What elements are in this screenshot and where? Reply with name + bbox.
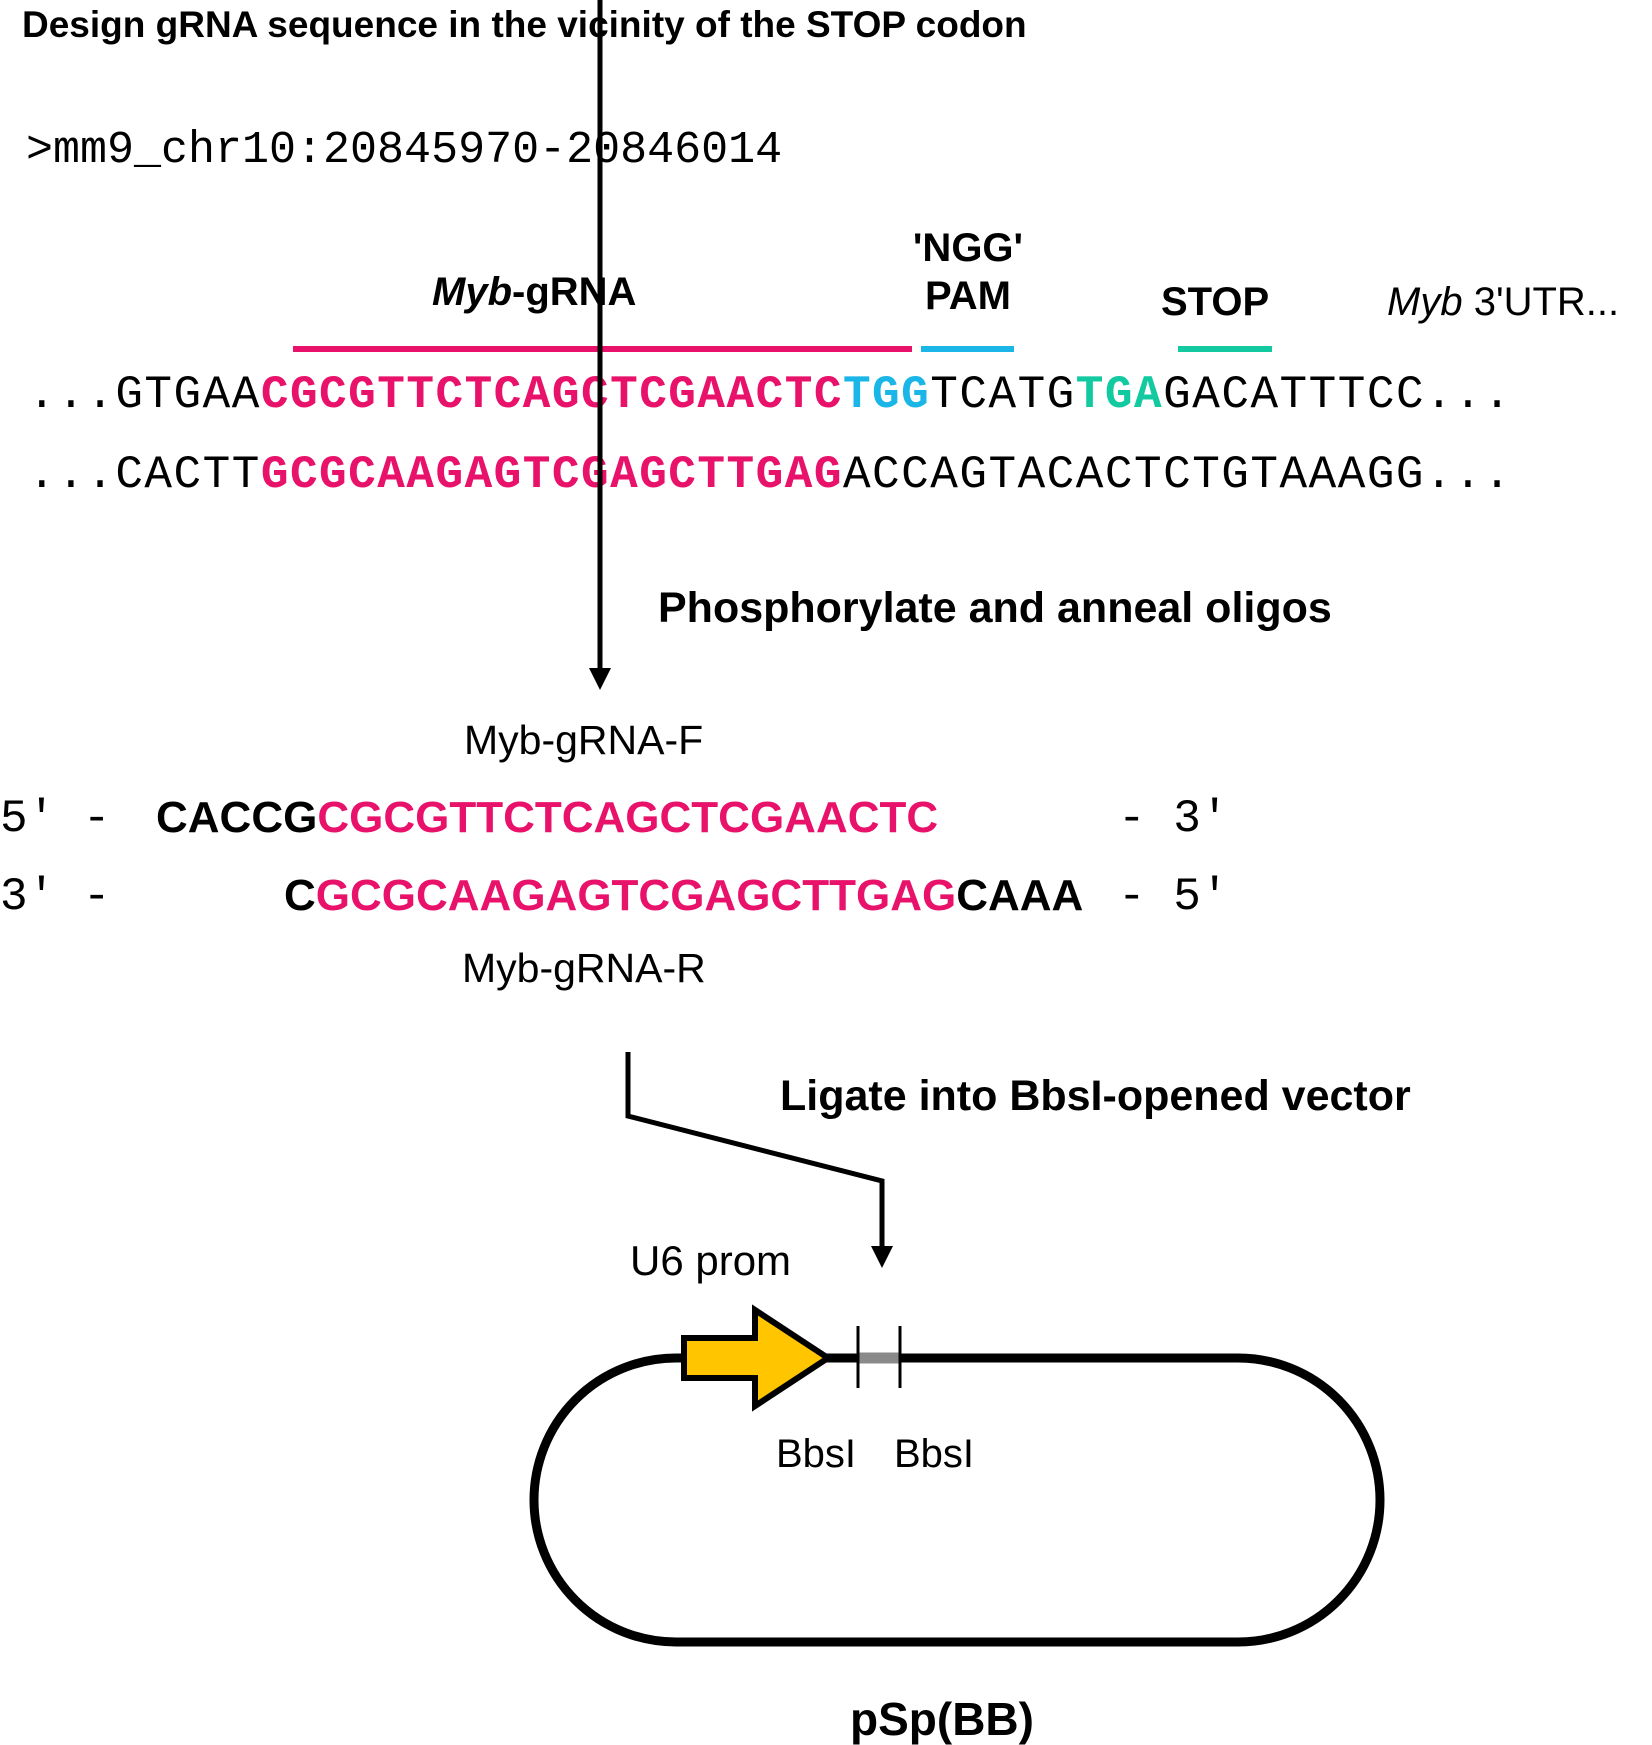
ligate-arrow: [625, 1052, 893, 1268]
step-ligate-label: Ligate into BbsI-opened vector: [780, 1072, 1411, 1120]
utr-label: Myb 3'UTR...: [1387, 282, 1619, 322]
bottom-strand-suffix: ACCAGTACACTCTGTAAAGG...: [842, 449, 1513, 501]
plasmid-backbone: [529, 1353, 1385, 1647]
bbsi-site-1-label: BbsI: [776, 1432, 857, 1476]
pam-label-line1: 'NGG': [912, 226, 1024, 270]
figure-title: Design gRNA sequence in the vicinity of …: [22, 4, 1027, 45]
oligo-f-5prime: 5' -: [0, 793, 111, 845]
oligo-r-sequence: CGCGCAAGAGTCGAGCTTGAGCAAA: [284, 874, 1083, 918]
top-strand-prefix: ...GTGAA: [28, 369, 261, 421]
bottom-strand-sequence: ...CACTTGCGCAAGAGTCGAGCTTGAGACCAGTACACTC…: [28, 452, 1512, 498]
utr-label-gene: Myb: [1387, 280, 1463, 324]
oligo-f-grna: CGCGTTCTCAGCTCGAACTC: [317, 793, 939, 842]
bottom-strand-grna: GCGCAAGAGTCGAGCTTGAG: [260, 449, 843, 501]
oligo-f-3prime: - 3': [1118, 793, 1229, 845]
oligo-r-name: Myb-gRNA-R: [462, 945, 706, 991]
top-strand-sequence: ...GTGAACGCGTTCTCAGCTCGAACTCTGGTCATGTGAG…: [28, 372, 1512, 418]
grna-label: Myb-gRNA: [432, 272, 636, 312]
vector-name: pSp(BB): [850, 1693, 1034, 1745]
grna-label-gene: Myb: [432, 270, 512, 314]
bottom-strand-prefix: ...CACTT: [28, 449, 261, 501]
bbsi-site-2-label: BbsI: [894, 1432, 975, 1476]
oligo-f-name: Myb-gRNA-F: [464, 717, 704, 763]
step-anneal-label: Phosphorylate and anneal oligos: [658, 584, 1332, 632]
oligo-f-sequence: CACCGCGCGTTCTCAGCTCGAACTC: [156, 796, 938, 840]
pam-label-line2: PAM: [925, 274, 1011, 318]
oligo-r-lead: C: [284, 871, 316, 920]
top-strand-pam: TGG: [842, 369, 931, 421]
top-strand-stop: TGA: [1075, 369, 1164, 421]
oligo-f-overhang: CACCG: [156, 793, 318, 842]
genomic-coordinates: >mm9_chr10:20845970-20846014: [26, 125, 783, 176]
oligo-r-3prime: 3' -: [0, 871, 111, 923]
top-strand-suffix: GACATTTCC...: [1163, 369, 1513, 421]
top-strand-grna: CGCGTTCTCAGCTCGAACTC: [260, 369, 843, 421]
top-strand-mid: TCATG: [930, 369, 1076, 421]
oligo-r-grna: GCGCAAGAGTCGAGCTTGAG: [315, 871, 957, 920]
grna-label-suffix: -gRNA: [512, 270, 637, 314]
oligo-r-5prime: - 5': [1118, 871, 1229, 923]
u6-promoter-label: U6 prom: [630, 1237, 792, 1284]
utr-label-suffix: 3'UTR...: [1462, 280, 1620, 324]
anneal-arrow: [589, 0, 611, 690]
stop-label: STOP: [1161, 280, 1270, 324]
u6-promoter-arrow-icon: [681, 1304, 834, 1412]
oligo-r-overhang: CAAA: [956, 871, 1084, 920]
